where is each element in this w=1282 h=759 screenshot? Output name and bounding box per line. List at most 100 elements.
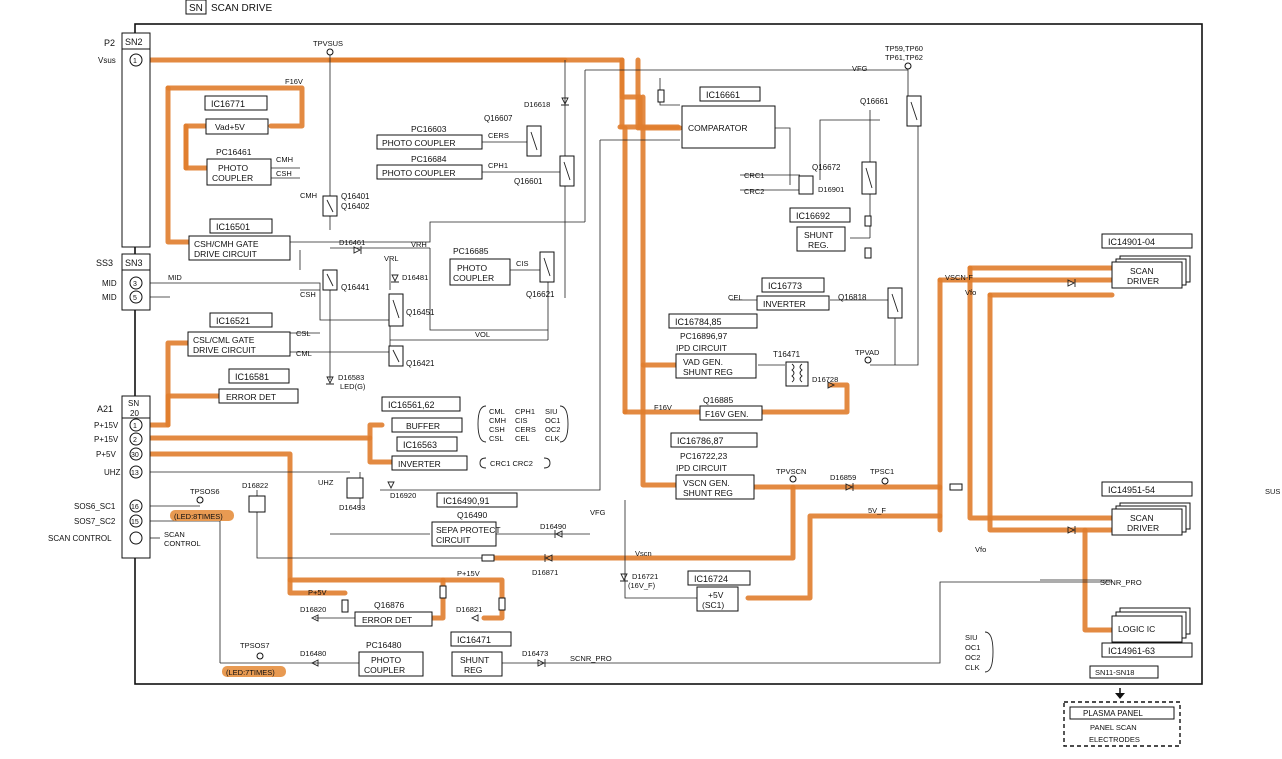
connector-label-sn3: SN3 (125, 258, 143, 268)
diode-d16493 (346, 477, 364, 499)
d16618-label: D16618 (524, 100, 550, 109)
buffer-out-11: CLK (545, 434, 560, 443)
connector-ss3: SS3 SN3 MID 3 MID 5 (96, 253, 151, 311)
d16461-label: D16461 (339, 238, 365, 247)
d16822-label: D16822 (242, 481, 268, 490)
logic-ic-label: LOGIC IC (1118, 624, 1155, 634)
shunt-reg-1-block (796, 226, 846, 252)
scan1-line1: SCAN (1130, 266, 1154, 276)
connector-label-sn20-b: 20 (130, 409, 139, 418)
q16402-label: Q16402 (341, 202, 370, 211)
plasma-panel-box (1063, 701, 1181, 747)
logic-in-1: OC1 (965, 643, 980, 652)
inverter1-block (391, 455, 468, 471)
buffer-output-list: CML CPH1 SIU CMH CIS OC1 CSH CERS OC2 CS… (489, 407, 560, 443)
switch-q16818-arm (891, 293, 899, 313)
scan-control-line1: SCAN (164, 530, 185, 539)
plasma-panel-line1: PLASMA PANEL (1083, 709, 1143, 718)
q16607-label: Q16607 (484, 114, 513, 123)
q16490-label: Q16490 (457, 510, 488, 520)
shunt1-line1: SHUNT (804, 230, 833, 240)
sig-cel: CEL (728, 293, 743, 302)
pin-15 (129, 514, 143, 528)
diode-d16822 (248, 495, 266, 513)
pin-scan-control (129, 531, 143, 545)
pin-1 (129, 53, 143, 67)
led8-badge (170, 510, 234, 521)
pin-1b-number: 1 (133, 423, 137, 430)
tp-tpsos7: TPSOS7 (240, 641, 270, 650)
resistor-shunt-a (864, 215, 872, 227)
diode-d16480 (310, 659, 319, 667)
pin-13-number: 13 (131, 470, 139, 477)
pin-2 (129, 432, 143, 446)
panel-arrow-head (1115, 693, 1125, 699)
resistor-q16876-c (439, 585, 447, 599)
connector-label-ss3: SS3 (96, 258, 113, 268)
coupler1-out (271, 167, 300, 179)
sig-cml: CML (296, 349, 312, 358)
ic16784-label: IC16784,85 (675, 317, 722, 327)
ic16661-label: IC16661 (706, 90, 740, 100)
switch-q16601-arm (563, 161, 571, 181)
diode-d16490 (554, 530, 563, 538)
pin-label-vsus: Vsus (98, 56, 116, 65)
buffer-block (391, 417, 463, 433)
buffer-out-2: SIU (545, 407, 558, 416)
pin-15-number: 15 (131, 519, 139, 526)
inverter2-block (756, 295, 830, 311)
d16859-label: D16859 (830, 473, 856, 482)
logic-in-2: OC2 (965, 653, 980, 662)
diode-d16461 (353, 246, 362, 254)
buffer-out-3: CMH (489, 416, 506, 425)
photo3-line1: PHOTO (457, 263, 487, 273)
pin-16-number: 16 (131, 504, 139, 511)
sig-5vf: 5V_F (868, 506, 886, 515)
tp-tpsos7-dot (256, 652, 264, 660)
buffer-out-5: OC1 (545, 416, 560, 425)
led7-badge (222, 666, 286, 677)
pin-label-scan-control: SCAN CONTROL (48, 534, 112, 543)
scan-driver-2 (1111, 508, 1183, 536)
buffer-label: BUFFER (406, 421, 440, 431)
pin-1b (129, 418, 143, 432)
buffer-out-9: CSL (489, 434, 504, 443)
vad5v-block (205, 118, 269, 135)
pin-3-number: 3 (133, 281, 137, 288)
d16728-label: D16728 (812, 375, 838, 384)
highlight-traces (147, 57, 1115, 633)
photo3-line2: COUPLER (453, 273, 494, 283)
sig-cmh: CMH (276, 155, 293, 164)
pin-5-number: 5 (133, 295, 137, 302)
ic16471-label: IC16471 (457, 635, 491, 645)
sig-csh-2: CSH (300, 290, 316, 299)
switch-q16441-arm (326, 273, 334, 287)
photo-coupler-a-label: PHOTO COUPLER (382, 138, 456, 148)
connector-body-sn2 (121, 48, 151, 248)
sig-crc2: CRC2 (744, 187, 764, 196)
ic16501-label: IC16501 (216, 222, 250, 232)
pin-16 (129, 499, 143, 513)
scan-control-line2: CONTROL (164, 539, 201, 548)
resistor-q16876-a (341, 599, 349, 613)
sepa-line1: SEPA PROTECT (436, 525, 501, 535)
q16441-label: Q16441 (341, 283, 370, 292)
tp-tp61: TP61,TP62 (885, 53, 923, 62)
sig-f16v: F16V (285, 77, 303, 86)
tp-tpvad: TPVAD (855, 348, 880, 357)
connector-label-sn20-a: SN (128, 399, 139, 408)
q16672-label: Q16672 (812, 163, 841, 172)
d16583-label: D16583 (338, 373, 364, 382)
pin-30 (129, 447, 143, 461)
scan2-line2: DRIVER (1127, 523, 1159, 533)
t16471-label: T16471 (773, 350, 801, 359)
tp-tpsc1: TPSC1 (870, 467, 894, 476)
logic-in-bracket (984, 631, 994, 673)
buffer-out-0: CML (489, 407, 505, 416)
ic16581-header (228, 368, 290, 384)
connector-a21: A21 SN 20 P+15V 1 P+15V 2 P+5V 30 UHZ 13… (48, 395, 201, 559)
csl-gate-line1: CSL/CML GATE (193, 335, 255, 345)
ic16786-label: IC16786,87 (677, 436, 724, 446)
sig-cers: CERS (488, 131, 509, 140)
q16818-label: Q16818 (838, 293, 867, 302)
